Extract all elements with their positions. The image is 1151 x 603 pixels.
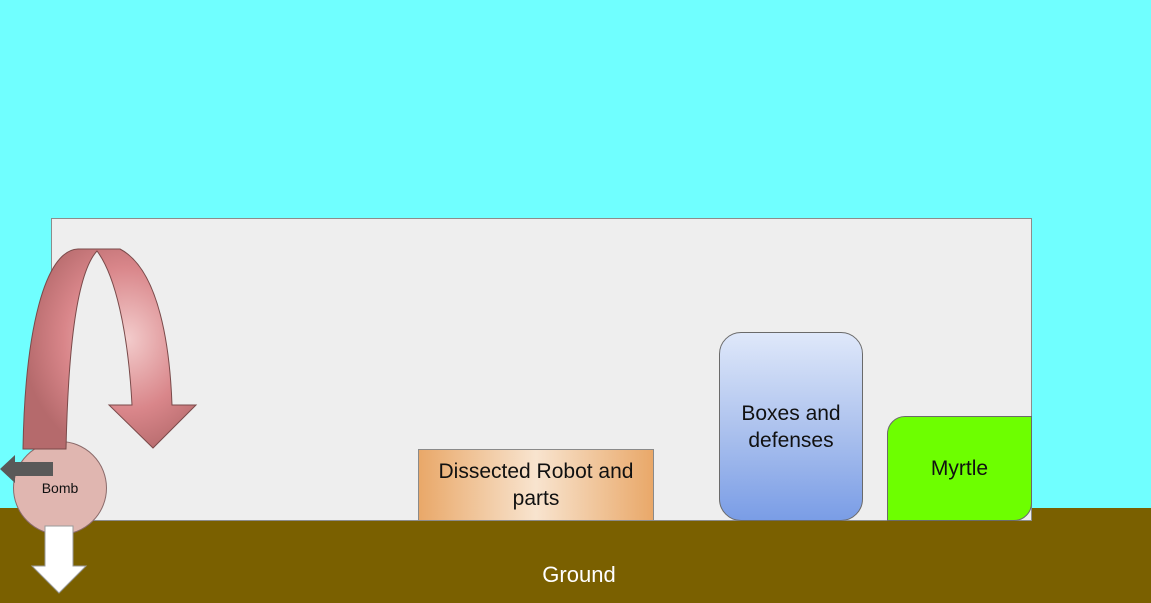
dissected-robot-box: Dissected Robot and parts (418, 449, 654, 521)
boxes-and-defenses-label: Boxes and defenses (741, 401, 841, 452)
curved-arrow-icon (22, 248, 198, 450)
ground (0, 508, 1151, 603)
myrtle-box: Myrtle (887, 416, 1032, 521)
myrtle-label: Myrtle (930, 456, 989, 480)
ground-label: Ground (542, 562, 616, 587)
down-arrow-icon (30, 525, 88, 594)
left-arrow-icon (0, 455, 53, 483)
boxes-and-defenses-box: Boxes and defenses (719, 332, 863, 521)
dissected-robot-label: Dissected Robot and parts (438, 460, 634, 510)
bomb-label: Bomb (41, 480, 79, 496)
